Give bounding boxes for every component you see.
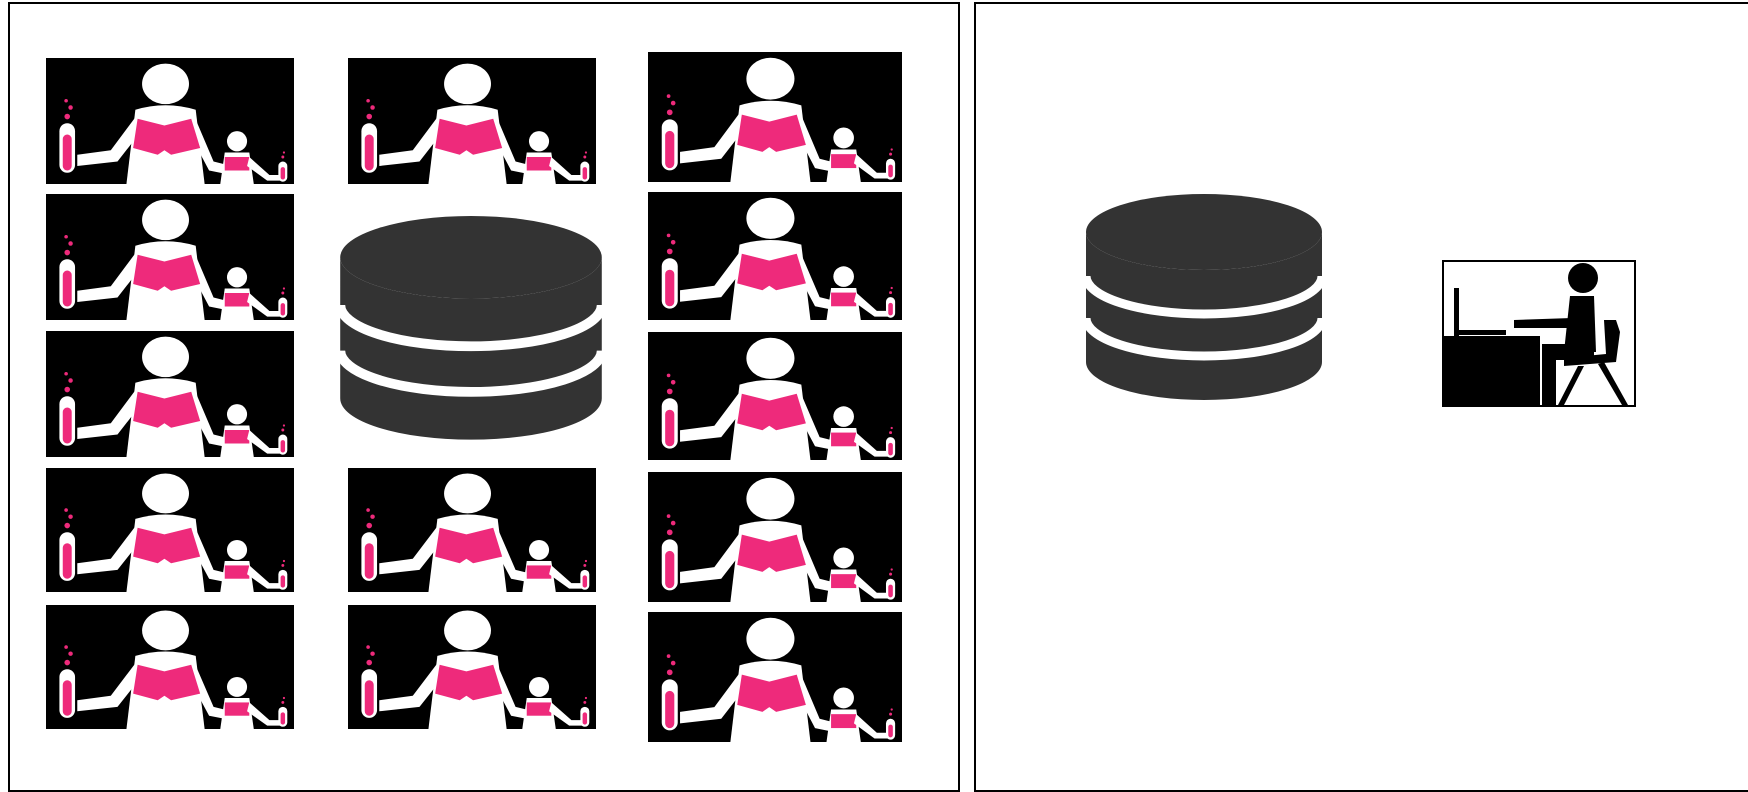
scientist-with-child-icon — [46, 468, 294, 592]
database-icon — [1084, 194, 1324, 404]
right-panel — [974, 2, 1748, 792]
scientist-with-child-icon — [348, 605, 596, 729]
left-panel — [8, 2, 960, 792]
database-icon — [338, 216, 604, 444]
scientist-with-child-icon — [648, 472, 902, 602]
scientist-with-child-icon — [348, 468, 596, 592]
scientist-with-child-icon — [46, 605, 294, 729]
scientist-with-child-icon — [46, 331, 294, 457]
scientist-with-child-icon — [46, 194, 294, 320]
person-at-computer-icon — [1442, 260, 1636, 407]
scientist-with-child-icon — [648, 52, 902, 182]
scientist-with-child-icon — [46, 58, 294, 184]
scientist-with-child-icon — [648, 332, 902, 460]
scientist-with-child-icon — [348, 58, 596, 184]
scientist-with-child-icon — [648, 192, 902, 320]
scientist-with-child-icon — [648, 612, 902, 742]
